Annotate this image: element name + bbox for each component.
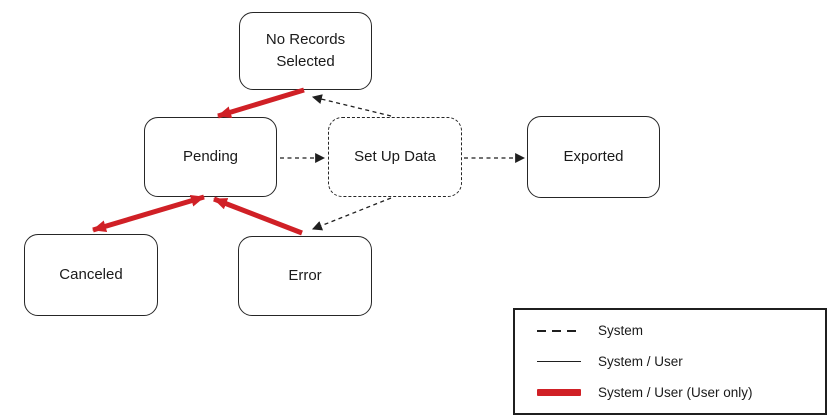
edge-error-to-pending (213, 196, 303, 236)
legend-label: System / User (598, 354, 683, 369)
legend-box: System System / User System / User (User… (513, 308, 827, 415)
edge-pending-canceled-bidirectional (92, 194, 205, 233)
node-exported: Exported (527, 116, 660, 198)
node-no-records-selected: No Records Selected (239, 12, 372, 90)
node-label: No Records Selected (265, 30, 346, 71)
edge-no-records-selected-to-pending (217, 87, 305, 119)
node-label: Pending (182, 147, 239, 165)
legend-label: System / User (User only) (598, 385, 753, 400)
dashed-line-sample (537, 329, 581, 332)
node-label: Exported (563, 147, 624, 165)
node-label: Canceled (59, 265, 123, 283)
node-error: Error (238, 236, 372, 316)
edge-set-up-data-to-no-records-selected (311, 94, 392, 117)
node-label: Set Up Data (354, 147, 436, 165)
node-label: Error (288, 266, 322, 284)
edge-set-up-data-to-error (311, 197, 392, 231)
legend-label: System (598, 323, 644, 338)
thick-red-line-sample (537, 389, 581, 396)
legend-row-system-user: System / User (537, 354, 825, 369)
solid-line-sample (537, 361, 581, 362)
node-pending: Pending (144, 117, 277, 197)
legend-row-user-only: System / User (User only) (537, 385, 825, 400)
legend-row-system: System (537, 323, 825, 338)
node-canceled: Canceled (24, 234, 158, 316)
node-set-up-data: Set Up Data (328, 117, 462, 197)
